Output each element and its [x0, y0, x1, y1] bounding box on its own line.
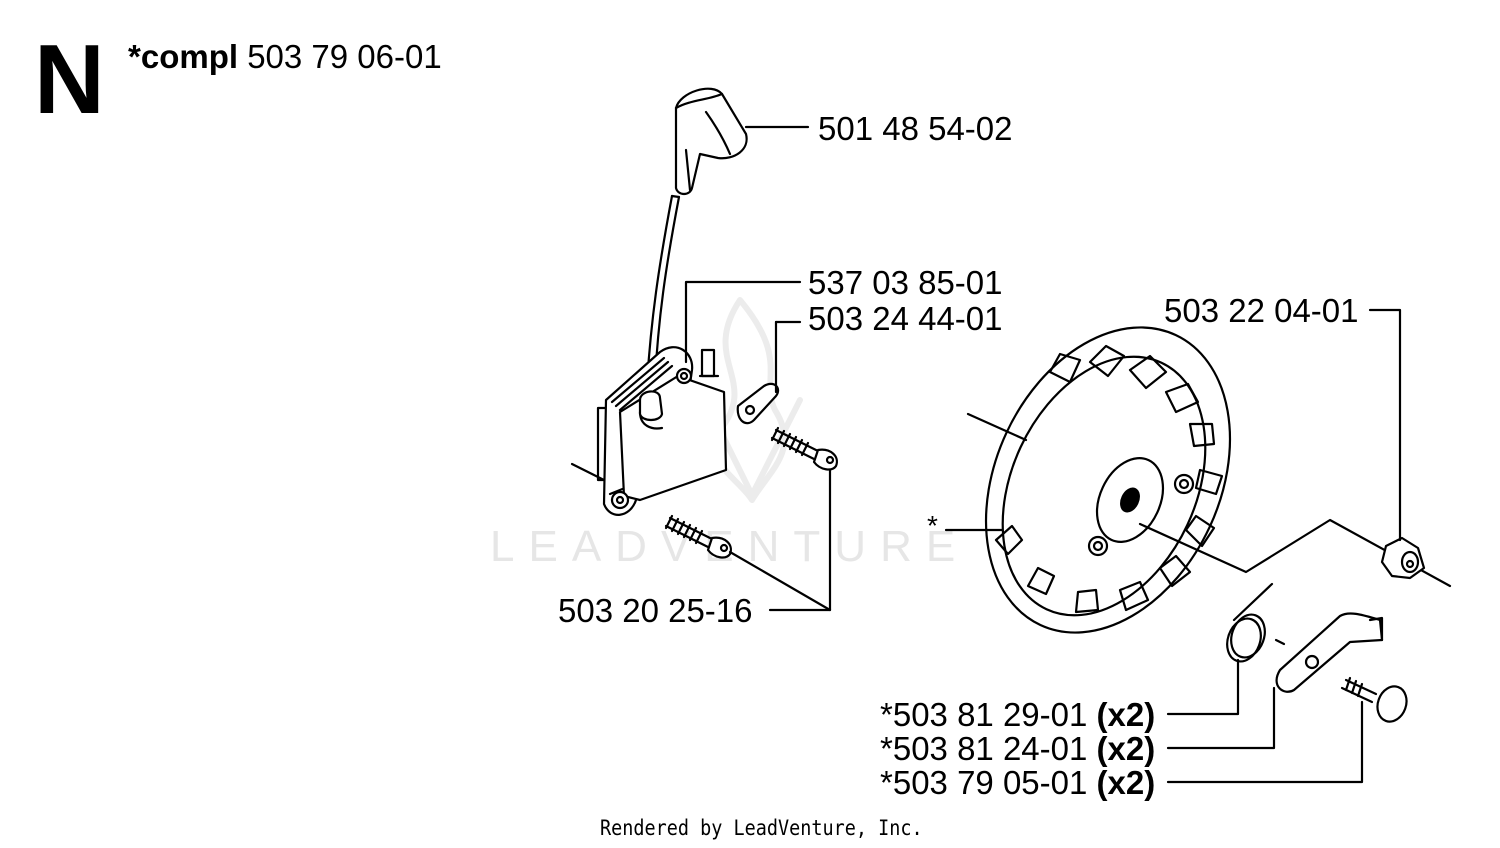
leader-line	[684, 280, 802, 364]
pawl-drawing	[1274, 612, 1384, 693]
part-label-pawl[interactable]: *503 81 24-01 (x2)	[880, 732, 1155, 765]
module-screw-upper	[770, 426, 838, 471]
pawl-pin-drawing	[1340, 676, 1408, 723]
part-label-terminal[interactable]: 503 24 44-01	[808, 300, 1003, 337]
pawl-number: *503 81 24-01	[880, 730, 1088, 767]
flywheel-nut-drawing	[1380, 536, 1426, 580]
axis-line	[966, 412, 1028, 442]
part-label-spark-plug-cap[interactable]: 501 48 54-02	[818, 110, 1013, 147]
compl-prefix: *compl	[128, 38, 239, 75]
spring-number: *503 81 29-01	[880, 696, 1088, 733]
compl-assembly-heading: *compl 503 79 06-01	[128, 38, 442, 76]
pawl-pin-qty: (x2)	[1096, 764, 1156, 801]
axis-line	[728, 550, 832, 612]
spring-drawing	[1226, 582, 1274, 663]
flywheel-drawing	[984, 326, 1232, 634]
pawl-qty: (x2)	[1096, 730, 1156, 767]
ignition-module-drawing	[596, 346, 728, 516]
terminal-drawing	[736, 320, 802, 425]
leader-line	[1166, 686, 1276, 750]
part-label-flywheel[interactable]: *	[927, 510, 938, 541]
part-label-ignition-module[interactable]: 537 03 85-01	[808, 264, 1003, 301]
part-label-flywheel-nut[interactable]: 503 22 04-01	[1164, 292, 1359, 329]
part-label-pawl-pin[interactable]: *503 79 05-01 (x2)	[880, 766, 1155, 799]
part-label-spring[interactable]: *503 81 29-01 (x2)	[880, 698, 1155, 731]
leader-line	[1166, 700, 1364, 784]
footer-credit: Rendered by LeadVenture, Inc.	[600, 816, 923, 840]
section-letter: N	[34, 24, 105, 134]
leader-line	[1166, 658, 1240, 716]
module-screw-lower	[664, 514, 732, 559]
leader-line	[768, 468, 832, 612]
pawl-pin-number: *503 79 05-01	[880, 764, 1088, 801]
compl-number: 503 79 06-01	[247, 38, 442, 75]
part-label-module-screws[interactable]: 503 20 25-16	[558, 592, 753, 629]
spring-qty: (x2)	[1096, 696, 1156, 733]
leader-line	[1368, 308, 1402, 542]
spark-plug-cap-drawing	[674, 87, 748, 196]
axis-line	[570, 462, 606, 482]
